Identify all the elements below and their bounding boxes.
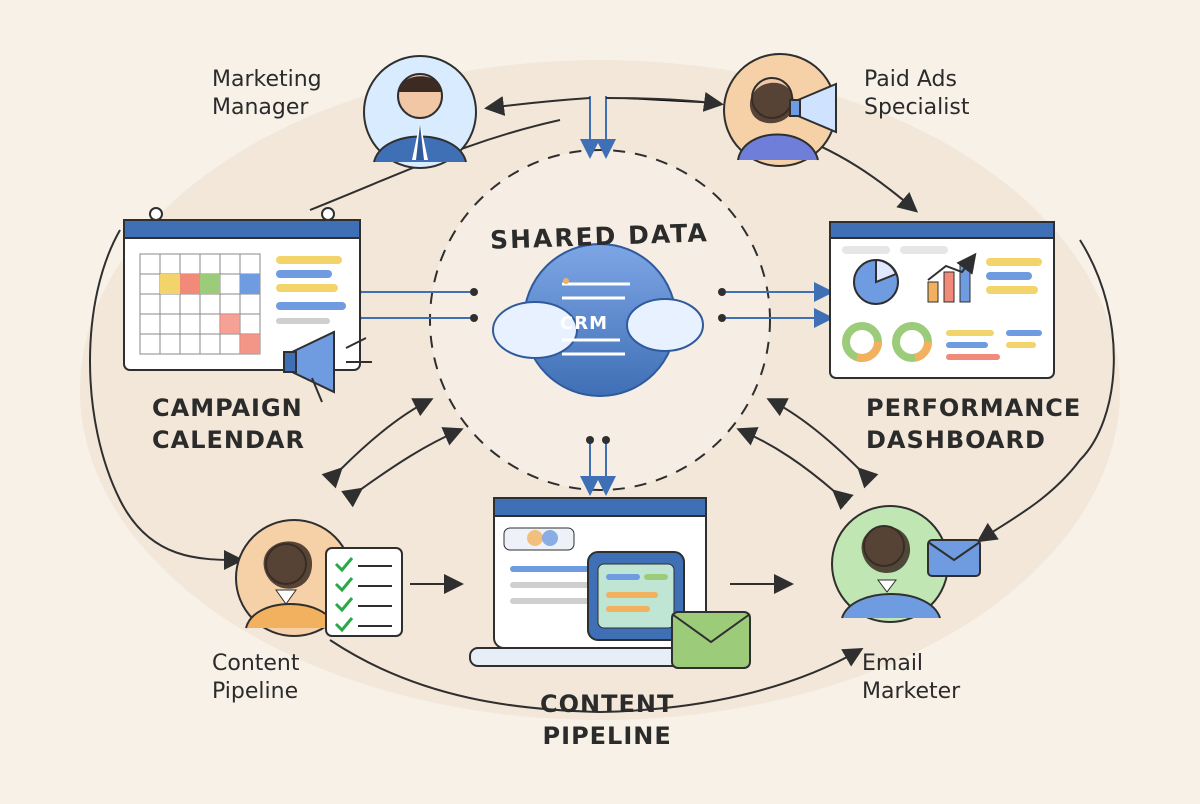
node-label-performance-dashboard: PERFORMANCE DASHBOARD	[866, 392, 1081, 456]
label-line: CONTENT	[540, 690, 675, 718]
node-label-content-pipeline-tool: CONTENT PIPELINE	[540, 688, 674, 752]
outer-loop-left	[89, 229, 244, 570]
email-envelope-icon	[671, 611, 751, 669]
calendar-megaphone-icon	[283, 330, 372, 403]
performance-dashboard-illustration	[829, 221, 1055, 379]
node-label-paid-ads-specialist: Paid Ads Specialist	[864, 66, 969, 122]
label-line: PERFORMANCE	[866, 394, 1082, 422]
diag-left-2	[341, 427, 464, 508]
node-label-content-pipeline-role: Content Pipeline	[212, 650, 300, 706]
megaphone-icon	[789, 82, 837, 134]
bar-chart-icon	[927, 252, 977, 303]
label-line: Specialist	[864, 95, 970, 120]
label-line: Marketing	[212, 67, 322, 92]
handheld-envelope-icon	[927, 539, 981, 577]
mm-to-center-arrow	[484, 96, 591, 116]
label-line: Pipeline	[212, 679, 299, 704]
label-line: Content	[212, 651, 300, 676]
campaign-calendar-illustration	[123, 207, 372, 403]
diag-right-2	[736, 427, 854, 511]
label-line: Marketer	[862, 679, 961, 704]
outer-loop-bottom	[329, 639, 864, 714]
label-line: Email	[862, 651, 924, 676]
node-label-campaign-calendar: CAMPAIGN CALENDAR	[152, 392, 305, 456]
email-marketer-avatar	[831, 505, 981, 623]
center-to-pas-arrow	[605, 91, 724, 112]
tablet-icon	[587, 551, 685, 641]
label-line: Manager	[212, 95, 309, 120]
label-line: PIPELINE	[542, 722, 672, 750]
node-label-email-marketer: Email Marketer	[862, 650, 960, 706]
label-line: CAMPAIGN	[152, 394, 303, 422]
outer-loop-right	[976, 239, 1115, 543]
crm-label: CRM	[560, 313, 608, 334]
paid-ads-specialist-avatar	[723, 53, 837, 167]
node-label-marketing-manager: Marketing Manager	[212, 66, 322, 122]
content-pipeline-laptop	[469, 497, 751, 669]
marketing-manager-avatar	[363, 55, 477, 169]
donut-charts	[842, 322, 932, 362]
content-pipeline-avatar	[235, 519, 403, 637]
label-line: DASHBOARD	[866, 426, 1046, 454]
crm-cloud-icon	[492, 243, 704, 397]
checklist-icon	[325, 547, 403, 637]
label-line: CALENDAR	[152, 426, 305, 454]
pie-chart-icon	[853, 258, 899, 305]
label-line: Paid Ads	[864, 67, 957, 92]
